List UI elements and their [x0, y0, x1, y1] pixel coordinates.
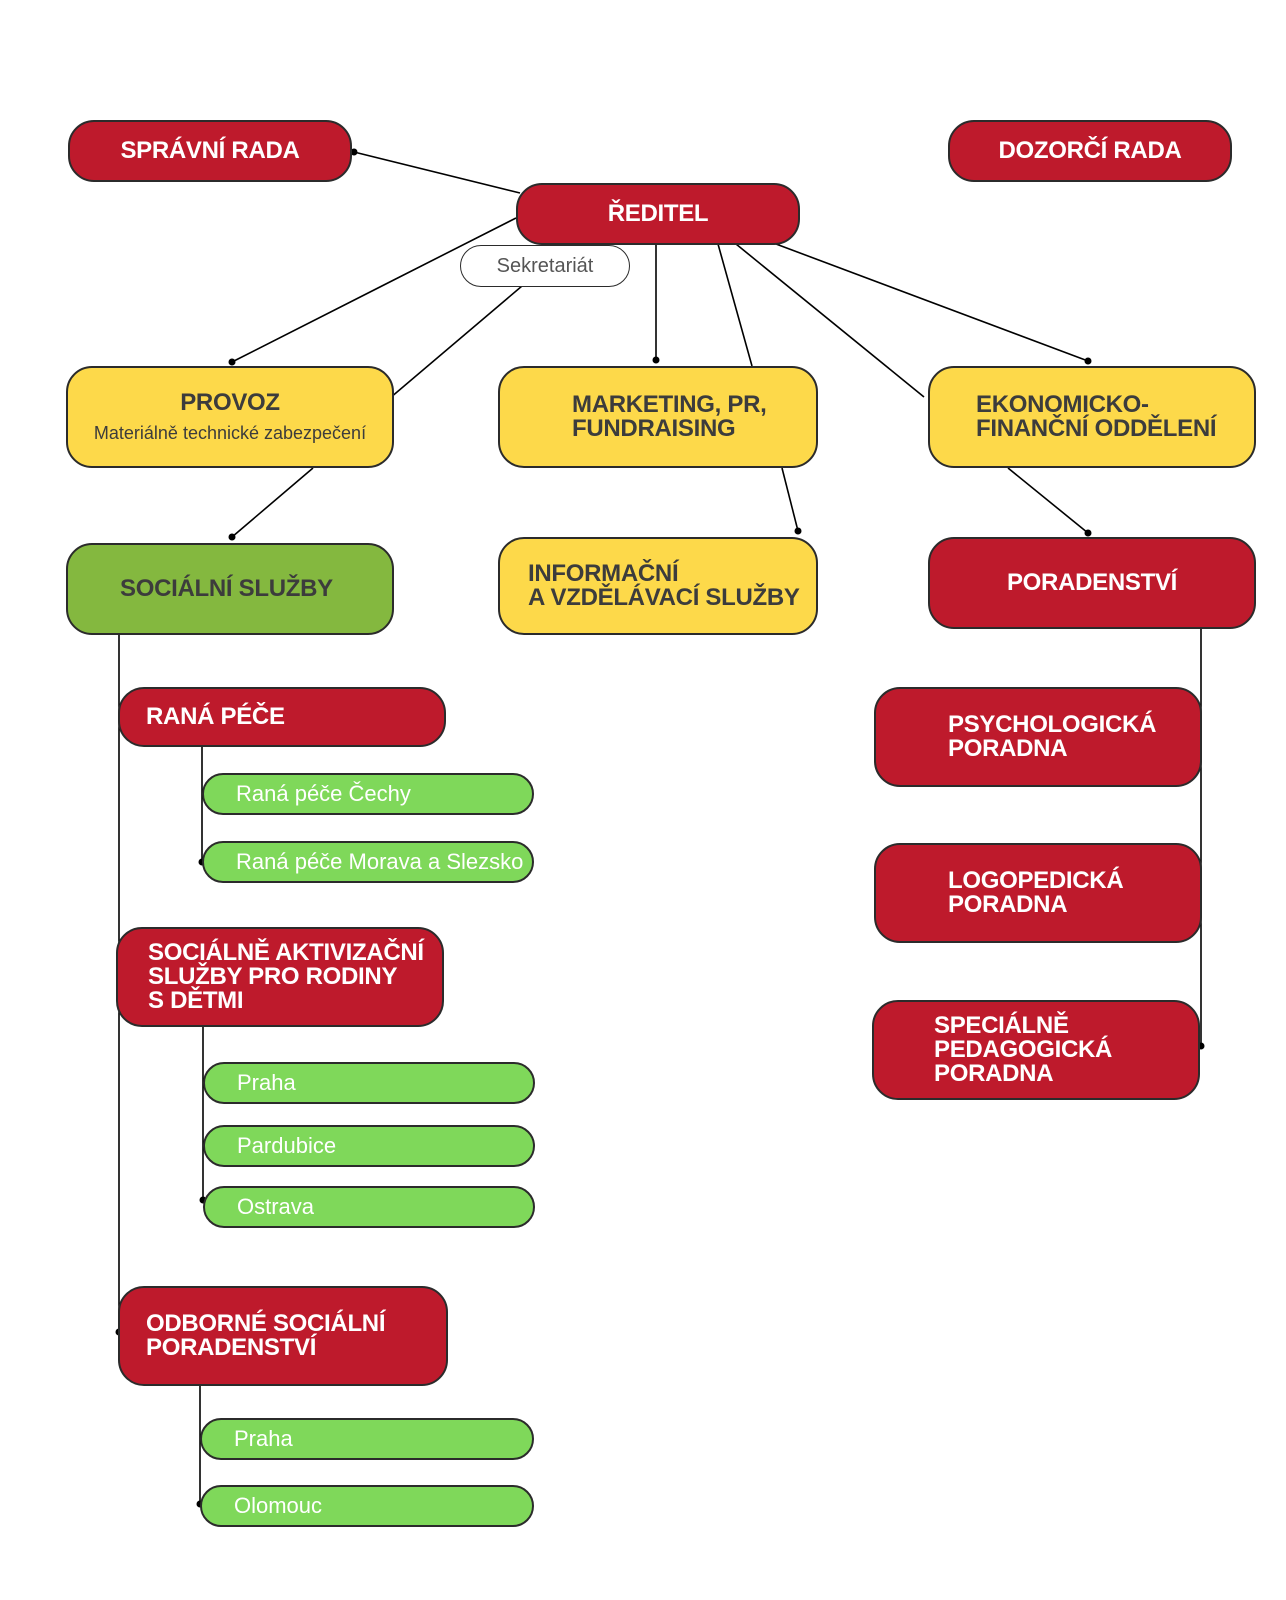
- node-osp-olomouc: Olomouc: [200, 1485, 534, 1527]
- connector-provoz-socialni: [231, 467, 314, 538]
- node-ekonomicke: EKONOMICKO- FINANČNÍ ODDĚLENÍ: [928, 366, 1256, 468]
- node-sekretariat: Sekretariát: [460, 245, 630, 287]
- node-label: Pardubice: [237, 1133, 337, 1158]
- node-rana-pece: RANÁ PÉČE: [118, 687, 446, 747]
- connector-reditel-poradenstvi: [775, 243, 1089, 362]
- node-label: SOCIÁLNĚ AKTIVIZAČNÍ SLUŽBY PRO RODINY S…: [148, 939, 424, 1014]
- connector-dot: [228, 533, 236, 541]
- node-label: EKONOMICKO- FINANČNÍ ODDĚLENÍ: [976, 391, 1217, 442]
- node-rana-pece-cechy: Raná péče Čechy: [202, 773, 534, 815]
- node-provoz: PROVOZ Materiálně technické zabezpečení: [66, 366, 394, 468]
- connector-reditel-ekonomicke: [735, 243, 925, 398]
- node-sas-praha: Praha: [203, 1062, 535, 1104]
- connector-sekretariat-provoz: [389, 285, 523, 399]
- node-label: PROVOZ: [180, 388, 280, 416]
- node-label: ODBORNÉ SOCIÁLNÍ PORADENSTVÍ: [146, 1310, 386, 1361]
- node-sas-pardubice: Pardubice: [203, 1125, 535, 1167]
- node-label: Sekretariát: [496, 254, 594, 277]
- node-osp: ODBORNÉ SOCIÁLNÍ PORADENSTVÍ: [118, 1286, 448, 1386]
- node-sublabel: Materiálně technické zabezpečení: [93, 422, 367, 443]
- connector-spravni-rada-reditel: [353, 151, 521, 194]
- node-psychologicka: PSYCHOLOGICKÁ PORADNA: [874, 687, 1202, 787]
- node-label: PORADENSTVÍ: [1006, 569, 1178, 596]
- node-poradenstvi: PORADENSTVÍ: [928, 537, 1256, 629]
- node-rana-pece-morava: Raná péče Morava a Slezsko: [202, 841, 534, 883]
- node-logopedicka: LOGOPEDICKÁ PORADNA: [874, 843, 1202, 943]
- node-label: DOZORČÍ RADA: [998, 137, 1182, 164]
- connector-dot: [228, 358, 236, 366]
- node-label: LOGOPEDICKÁ PORADNA: [948, 867, 1124, 918]
- node-marketing: MARKETING, PR, FUNDRAISING: [498, 366, 818, 468]
- connector-dot: [1084, 529, 1092, 537]
- node-informacni: INFORMAČNÍ A VZDĚLÁVACÍ SLUŽBY: [498, 537, 818, 635]
- node-label: Olomouc: [234, 1493, 323, 1518]
- connector-dot: [794, 527, 802, 535]
- connector-dot: [350, 148, 358, 156]
- node-dozorci-rada: DOZORČÍ RADA: [948, 120, 1232, 182]
- node-osp-praha: Praha: [200, 1418, 534, 1460]
- node-label: INFORMAČNÍ A VZDĚLÁVACÍ SLUŽBY: [528, 560, 800, 611]
- connector-dot: [652, 356, 660, 364]
- node-specialne: SPECIÁLNĚ PEDAGOGICKÁ PORADNA: [872, 1000, 1200, 1100]
- connector-ekonomicke-poradenstvi: [1007, 467, 1089, 534]
- node-reditel: ŘEDITEL: [516, 183, 800, 245]
- connector-dot: [1084, 357, 1092, 365]
- node-sas: SOCIÁLNĚ AKTIVIZAČNÍ SLUŽBY PRO RODINY S…: [116, 927, 444, 1027]
- node-label: MARKETING, PR, FUNDRAISING: [572, 391, 767, 442]
- connector-marketing-informacni: [781, 467, 799, 532]
- node-label: Praha: [237, 1070, 296, 1095]
- node-label: RANÁ PÉČE: [146, 703, 285, 730]
- node-spravni-rada: SPRÁVNÍ RADA: [68, 120, 352, 182]
- node-label: SOCIÁLNÍ SLUŽBY: [120, 575, 333, 602]
- node-label: SPECIÁLNĚ PEDAGOGICKÁ PORADNA: [934, 1012, 1113, 1087]
- node-label: Ostrava: [237, 1194, 315, 1219]
- node-label: PSYCHOLOGICKÁ PORADNA: [948, 711, 1157, 762]
- connector-reditel-informacni: [717, 243, 753, 367]
- node-label: Raná péče Morava a Slezsko: [236, 849, 524, 874]
- connector-reditel-provoz: [231, 217, 517, 363]
- node-label: Raná péče Čechy: [236, 781, 411, 806]
- node-sas-ostrava: Ostrava: [203, 1186, 535, 1228]
- node-label: SPRÁVNÍ RADA: [120, 137, 300, 164]
- node-label: ŘEDITEL: [607, 200, 709, 227]
- node-label: Praha: [234, 1426, 293, 1451]
- node-socialni-sluzby: SOCIÁLNÍ SLUŽBY: [66, 543, 394, 635]
